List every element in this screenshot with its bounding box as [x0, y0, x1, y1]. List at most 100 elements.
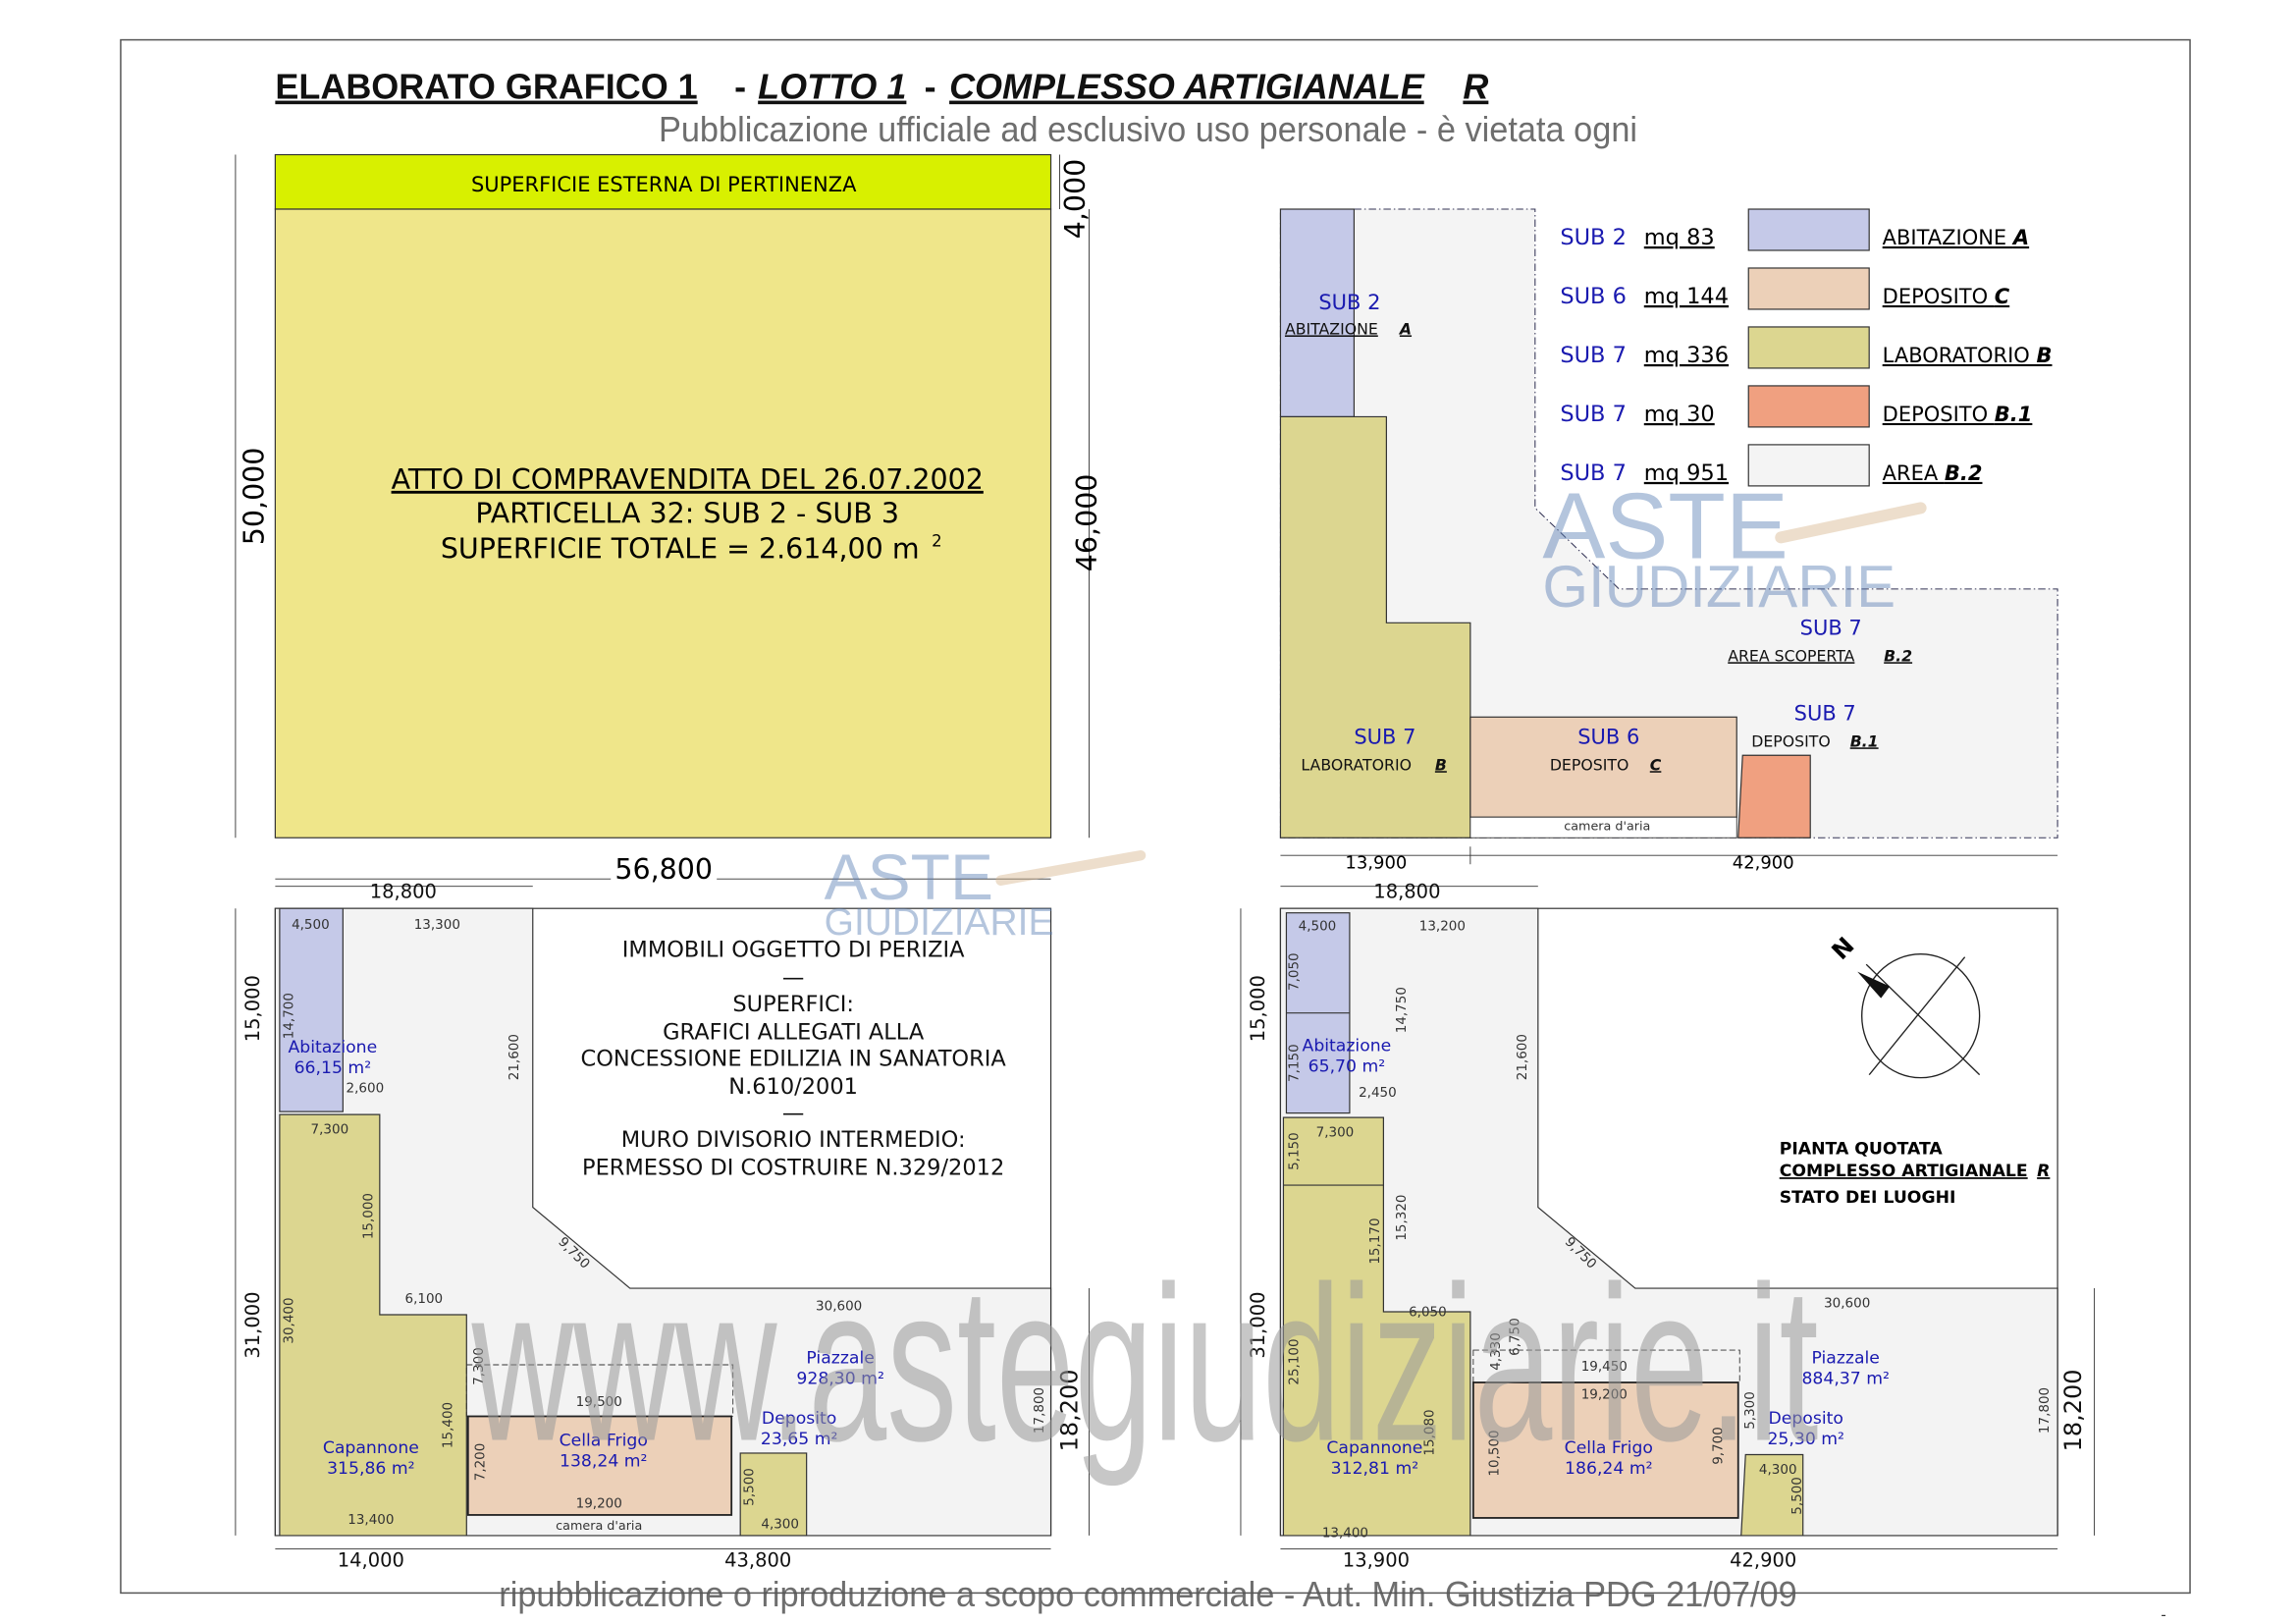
legend-mq: mq 951	[1644, 460, 1729, 486]
dim-label: 17,800	[2037, 1387, 2053, 1434]
dim-label: 43,800	[724, 1548, 791, 1571]
publication-notice-line1: Pubblicazione ufficiale ad esclusivo uso…	[659, 109, 1637, 149]
logo-top-text: ASTE	[825, 840, 993, 913]
dim-label: 13,400	[1322, 1525, 1368, 1541]
dim-label: 21,600	[507, 1034, 522, 1080]
dim-label: 6,750	[1507, 1318, 1522, 1356]
dim-50000: 50,000	[238, 448, 270, 546]
dim-label: 42,900	[1733, 853, 1794, 874]
publication-notice-line2: ripubblicazione o riproduzione a scopo c…	[499, 1574, 1796, 1614]
deposito-shape	[1740, 1453, 1804, 1537]
room-area: 138,24 m²	[560, 1451, 647, 1471]
sub6-name: DEPOSITO	[1550, 755, 1629, 774]
dim-label: 15,320	[1394, 1194, 1410, 1240]
note-line: —	[782, 965, 804, 991]
deed-line: ATTO DI COMPRAVENDITA DEL 26.07.2002	[392, 463, 984, 496]
strip-label: SUPERFICIE ESTERNA DI PERTINENZA	[471, 173, 857, 196]
capannone-shape	[279, 1113, 467, 1537]
sub2-label: SUB 2	[1318, 291, 1380, 314]
legend-mq: mq 144	[1644, 284, 1729, 309]
legend-sub: SUB 7	[1560, 402, 1627, 427]
dim-label: 15,170	[1367, 1218, 1383, 1264]
title-sep2: -	[925, 67, 936, 107]
site-watermark: www.astegiudiziarie.it	[471, 1239, 1819, 1487]
dim-label: 13,200	[1419, 919, 1466, 935]
dim-label: 30,600	[1824, 1296, 1870, 1312]
dim-label: 19,200	[1581, 1386, 1628, 1402]
note-line: SUPERFICI:	[732, 992, 854, 1017]
dim-label: 13,400	[347, 1512, 394, 1528]
note-line: N.610/2001	[728, 1074, 858, 1100]
dim-46000: 46,000	[1071, 474, 1103, 572]
plan-caption-line1: PIANTA QUOTATA	[1780, 1140, 1944, 1160]
dim-label: 4,330	[1488, 1332, 1504, 1371]
dim-label: 7,300	[471, 1347, 487, 1385]
plot-area	[274, 208, 1052, 839]
sub-units-panel: camera d'aria SUB 2 ABITAZIONE A SUB 7 L…	[1279, 208, 2058, 874]
sub7-b1-code: B.1	[1850, 731, 1879, 750]
dim-label: 31,000	[241, 1291, 264, 1358]
gavel-icon	[1775, 502, 1927, 544]
note-line: MURO DIVISORIO INTERMEDIO:	[621, 1127, 966, 1153]
room-area: 315,86 m²	[327, 1459, 414, 1479]
dim-label: 5,300	[1742, 1391, 1758, 1430]
dim-label: 30,400	[281, 1297, 296, 1343]
dim-label: 17,800	[1032, 1387, 1047, 1434]
total-area-line: SUPERFICIE TOTALE = 2.614,00 m	[441, 532, 920, 565]
dim-label: 7,300	[1316, 1125, 1355, 1141]
aste-logo-watermark: ASTE GIUDIZIARIE ASTE GIUDIZIARIE	[825, 473, 1927, 944]
legend-sub: SUB 2	[1560, 225, 1627, 250]
legend-sub: SUB 7	[1560, 460, 1627, 486]
dim-label: 25,100	[1286, 1338, 1302, 1384]
legend-name: DEPOSITO B.1	[1883, 403, 2033, 426]
dim-label: 6,100	[405, 1291, 444, 1307]
title-part3: COMPLESSO ARTIGIANALE	[949, 67, 1425, 107]
sub7-b2-name: AREA SCOPERTA	[1728, 646, 1854, 665]
room-area: 23,65 m²	[761, 1430, 838, 1449]
dim-label: 18,200	[1056, 1370, 1084, 1452]
sub7-lab-code: B	[1435, 755, 1447, 774]
legend-swatch	[1747, 444, 1870, 487]
dim-label: 30,600	[816, 1299, 862, 1315]
legend-sub: SUB 7	[1560, 343, 1627, 368]
approved-plan-panel	[235, 886, 1090, 1549]
dim-label: 10,500	[1486, 1430, 1502, 1476]
logo-bottom-text: GIUDIZIARIE	[1542, 554, 1896, 620]
north-compass-icon: N	[1827, 932, 1981, 1079]
legend-mq: mq 83	[1644, 225, 1715, 250]
room-area: 186,24 m²	[1565, 1459, 1652, 1479]
plan-caption-code: R	[2037, 1162, 2050, 1181]
deposito-b1-shape	[1737, 754, 1811, 839]
legend-swatch	[1747, 385, 1870, 428]
dim-label: 42,900	[1730, 1548, 1796, 1571]
deposito-c-shape	[1469, 716, 1737, 818]
dim-label: 15,080	[1421, 1409, 1437, 1455]
room-area: 25,30 m²	[1767, 1430, 1844, 1449]
dim-label: 15,000	[241, 975, 264, 1042]
dim-label: 18,800	[1373, 881, 1440, 903]
room-name: Abitazione	[288, 1038, 377, 1057]
title-part1: ELABORATO GRAFICO 1	[275, 67, 697, 107]
cella-frigo-shape	[1471, 1381, 1739, 1519]
dim-label: 7,200	[472, 1443, 488, 1482]
parcel-line: PARTICELLA 32: SUB 2 - SUB 3	[475, 497, 899, 529]
dim-label: 15,000	[360, 1193, 376, 1239]
note-line: PERMESSO DI COSTRUIRE N.329/2012	[582, 1156, 1004, 1181]
legend-name: DEPOSITO C	[1883, 285, 2010, 308]
dim-4000: 4,000	[1059, 159, 1092, 240]
abitazione-shape	[279, 907, 344, 1112]
room-name: Abitazione	[1303, 1037, 1392, 1056]
laboratorio-b-shape	[1279, 415, 1471, 839]
dim-label: 19,500	[576, 1394, 622, 1410]
